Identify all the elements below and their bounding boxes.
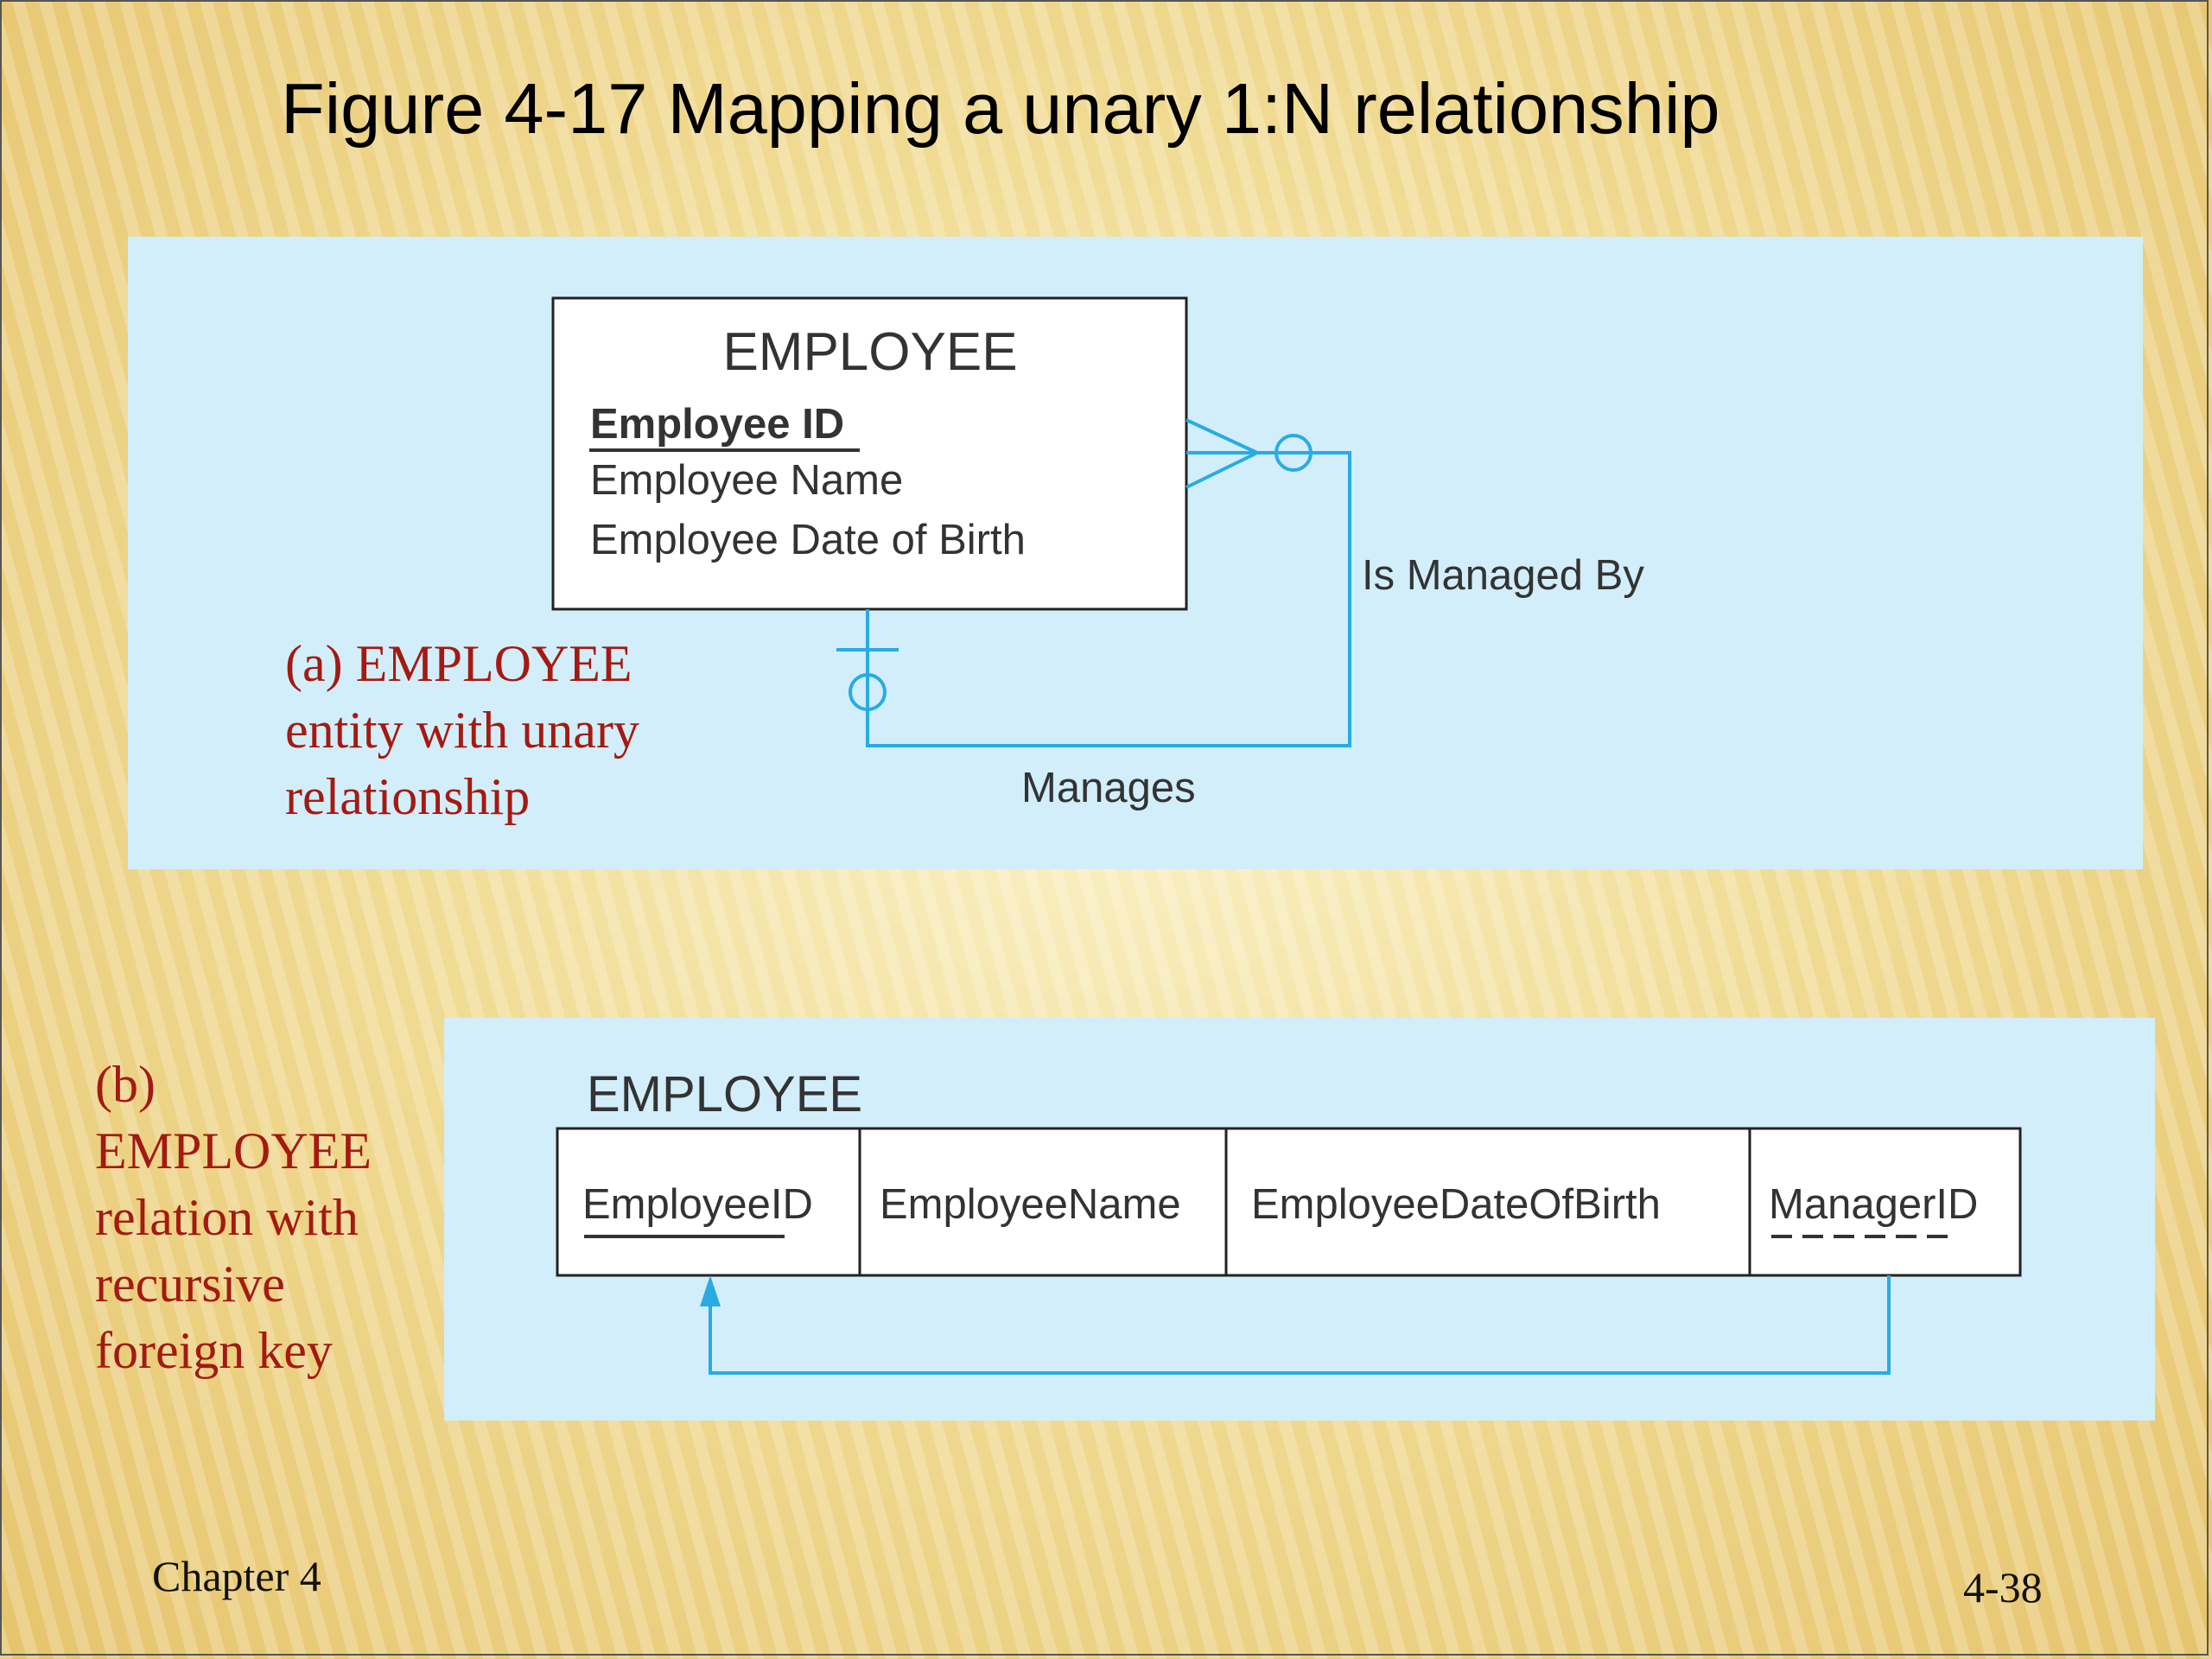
relationship-label-is-managed-by: Is Managed By [1362,552,1644,599]
arrowhead-icon [700,1275,721,1306]
column: EmployeeName [880,1181,1181,1228]
caption-b-line: EMPLOYEE [95,1122,372,1179]
caption-a-line: relationship [285,768,531,825]
footer-page-number: 4-38 [1963,1563,2043,1611]
optional-circle-many-side [1274,434,1313,472]
relation-table [556,1127,2022,1277]
foreign-key-reference-line [709,1275,1891,1375]
optional-circle-one-side [849,673,887,711]
column-primary-key: EmployeeID [582,1181,813,1228]
caption-a: (a) EMPLOYEE entity with unary relations… [285,631,639,830]
entity-attribute: Employee Date of Birth [590,517,1026,563]
caption-b-line: foreign key [95,1322,333,1379]
crows-foot-upper-prong [1185,418,1258,454]
caption-a-line: entity with unary [285,702,639,759]
footer-chapter: Chapter 4 [152,1552,321,1600]
column: EmployeeDateOfBirth [1251,1181,1661,1228]
entity-name: EMPLOYEE [722,322,1017,382]
caption-b: (b) EMPLOYEE relation with recursive for… [95,1052,372,1384]
relationship-line [866,451,1351,747]
slide-title: Figure 4-17 Mapping a unary 1:N relation… [281,68,1720,149]
entity-attribute-identifier: Employee ID [590,401,844,448]
crows-foot-lower-prong [1185,451,1258,489]
caption-a-line: (a) EMPLOYEE [285,635,632,692]
relation-name: EMPLOYEE [587,1066,862,1122]
column-foreign-key: ManagerID [1769,1181,1978,1228]
relationship-label-manages: Manages [1021,765,1196,811]
entity-attribute: Employee Name [590,457,903,504]
caption-b-line: recursive [95,1255,285,1313]
caption-b-line: (b) [95,1056,156,1113]
caption-b-line: relation with [95,1189,359,1246]
